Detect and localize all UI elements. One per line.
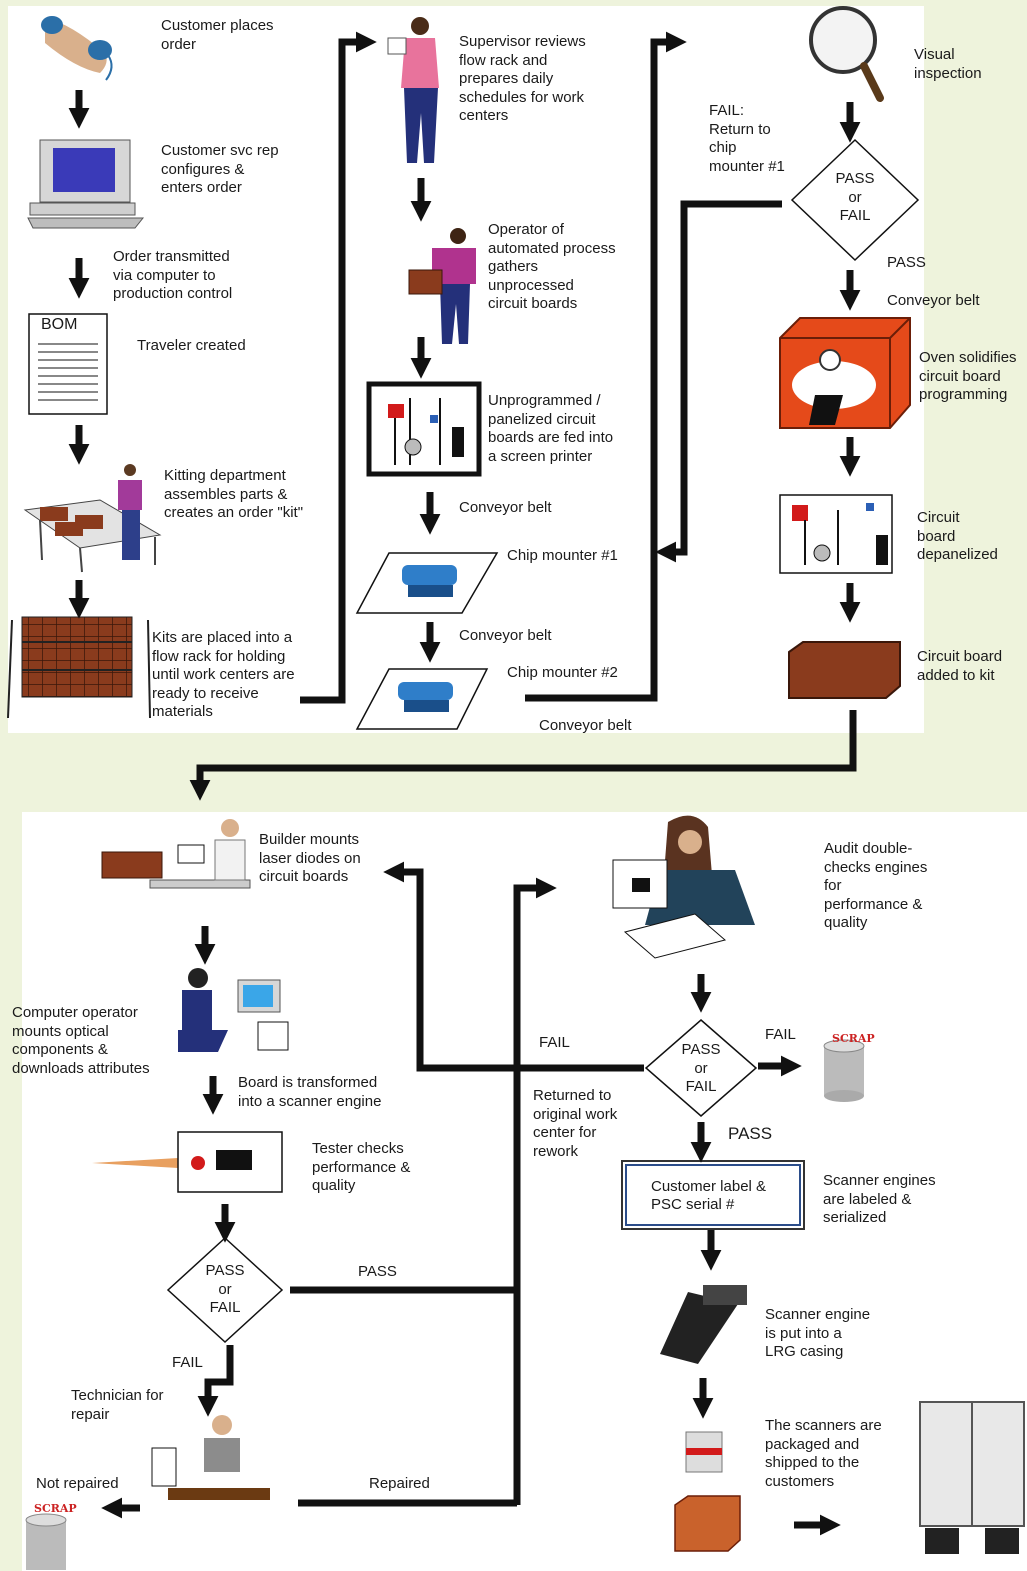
step-lrg-casing: Scanner engine is put into a LRG casing	[765, 1306, 871, 1360]
step-order-transmitted: Order transmitted via computer to produc…	[113, 248, 233, 302]
fail-return-note: FAIL: Return to chip mounter #1	[709, 102, 785, 175]
step-computer-operator: Computer operator mounts optical compone…	[12, 1004, 150, 1077]
chip-mounter-1-icon	[355, 552, 499, 614]
step-customer-svc-rep: Customer svc rep configures & enters ord…	[161, 142, 279, 196]
step-visual-inspection: Visual inspection	[914, 46, 982, 82]
step-audit-double-checks: Audit double- checks engines for perform…	[824, 840, 928, 931]
oven-icon	[779, 317, 911, 429]
step-builder-mounts: Builder mounts laser diodes on circuit b…	[259, 831, 361, 885]
truck-icon	[919, 1401, 1025, 1554]
bottom-arrows	[101, 861, 841, 1536]
top-arrows	[68, 31, 861, 801]
depanelized-board-icon	[779, 494, 893, 574]
decision-text-right: PASS or FAIL	[681, 1041, 721, 1095]
scrap-bin-right-icon	[823, 1039, 865, 1102]
computer-icon	[27, 139, 145, 229]
pass-label-right: PASS	[728, 1124, 773, 1143]
decision-text-top: PASS or FAIL	[835, 170, 875, 224]
scanner-casing-icon	[660, 1285, 747, 1364]
step-kitting-department: Kitting department assembles parts & cre…	[164, 467, 304, 521]
step-operator-gathers: Operator of automated process gathers un…	[488, 221, 616, 312]
step-oven-solidifies: Oven solidifies circuit board programmin…	[919, 349, 1017, 403]
returned-for-rework: Returned to original work center for rew…	[533, 1087, 618, 1160]
operator-icon	[408, 228, 476, 344]
builder-icon	[101, 819, 251, 889]
step-kits-flow-rack: Kits are placed into a flow rack for hol…	[152, 629, 295, 720]
package-icon	[674, 1431, 741, 1552]
decision-text-left: PASS or FAIL	[205, 1262, 245, 1316]
fail-label-left: FAIL	[172, 1354, 203, 1371]
chip-mounter-1-label: Chip mounter #1	[507, 547, 618, 564]
decision-diamond-right	[644, 1019, 758, 1117]
kit-box-icon	[788, 641, 901, 699]
scrap-label-right: SCRAP	[832, 1032, 875, 1045]
flow-rack-icon	[7, 616, 151, 719]
customer-label-box	[621, 1160, 805, 1230]
step-supervisor-reviews: Supervisor reviews flow rack and prepare…	[459, 33, 586, 124]
pass-label-left: PASS	[358, 1263, 397, 1280]
kitting-table-icon	[23, 464, 162, 573]
decision-diamond-left	[166, 1236, 284, 1344]
repaired-label: Repaired	[369, 1475, 430, 1492]
computer-operator-icon	[178, 968, 289, 1052]
step-packaged-shipped: The scanners are packaged and shipped to…	[765, 1417, 882, 1490]
conveyor-belt-label-3: Conveyor belt	[539, 717, 632, 734]
conveyor-belt-label-1: Conveyor belt	[459, 499, 552, 516]
technician-label: Technician for repair	[71, 1387, 164, 1423]
customer-label-text: Customer label & PSC serial #	[651, 1178, 767, 1213]
pass-label-top: PASS	[887, 254, 926, 271]
auditor-icon	[612, 815, 755, 959]
decision-diamond-top	[790, 138, 920, 262]
circuit-board-icon	[366, 381, 482, 477]
step-board-added-to-kit: Circuit board added to kit	[917, 648, 1003, 684]
bom-document-icon	[28, 313, 108, 415]
conveyor-belt-label-4: Conveyor belt	[887, 292, 980, 309]
telephone-icon	[41, 16, 113, 81]
step-customer-places-order: Customer places order	[161, 17, 274, 53]
conveyor-belt-label-2: Conveyor belt	[459, 627, 552, 644]
step-tester-checks: Tester checks performance & quality	[312, 1140, 411, 1194]
step-board-transformed: Board is transformed into a scanner engi…	[238, 1074, 382, 1110]
technician-icon	[151, 1415, 270, 1500]
supervisor-icon	[387, 17, 439, 163]
scrap-label-left: SCRAP	[34, 1502, 77, 1515]
step-scanner-labeled: Scanner engines are labeled & serialized	[823, 1172, 936, 1226]
step-traveler-created: Traveler created	[137, 337, 246, 354]
chip-mounter-2-label: Chip mounter #2	[507, 664, 618, 681]
bom-label: BOM	[41, 316, 78, 333]
step-unprogrammed-boards: Unprogrammed / panelized circuit boards …	[488, 392, 614, 465]
top-panel	[8, 6, 924, 733]
fail-label-right: FAIL	[765, 1026, 796, 1043]
fail-label-middle: FAIL	[539, 1034, 570, 1051]
not-repaired-label: Not repaired	[36, 1475, 119, 1492]
chip-mounter-2-icon	[355, 668, 489, 730]
magnifier-icon	[809, 6, 884, 102]
tester-icon	[92, 1131, 283, 1193]
scrap-bin-left-icon	[25, 1513, 67, 1570]
step-board-depanelized: Circuit board depanelized	[917, 509, 998, 563]
